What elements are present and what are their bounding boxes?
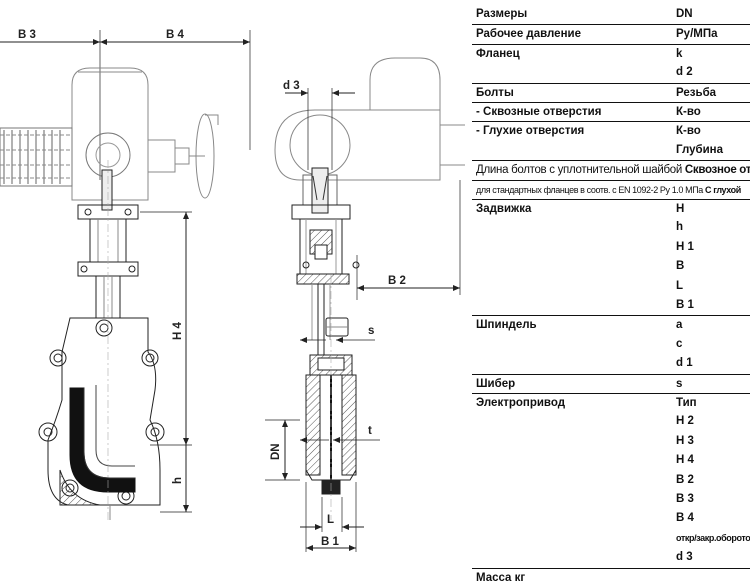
spec-row-symbol: k <box>676 47 683 60</box>
spec-row: B 1 <box>472 296 750 315</box>
front-view <box>0 30 251 520</box>
spec-row: Масса кг <box>472 567 750 585</box>
spec-row-symbol: B 1 <box>676 299 694 311</box>
spec-row: Задвижка H <box>472 199 750 219</box>
spec-row-symbol: H 3 <box>676 434 694 447</box>
spec-row: Рабочее давление Py/МПа <box>472 24 750 44</box>
spec-row-symbol: H 4 <box>676 454 694 467</box>
spec-row: H 3 <box>472 432 750 451</box>
spec-row: H 4 <box>472 451 750 470</box>
spec-row-symbol: К-во <box>676 125 701 138</box>
spec-row-symbol: B 2 <box>676 473 694 486</box>
spec-row: Шпиндель a <box>472 315 750 335</box>
spec-row-symbol: B <box>676 260 685 273</box>
spec-row: c <box>472 335 750 354</box>
label-dn: DN <box>270 443 282 460</box>
spec-row-label: Фланец <box>476 47 520 60</box>
technical-drawing: B 3 B 4 d 3 H 4 B 2 s t DN h L B 1 <box>0 29 465 552</box>
spec-row-symbol: d 1 <box>676 357 693 370</box>
spec-row-symbol: a <box>676 319 683 332</box>
spec-row-symbol: Глубина <box>676 143 724 156</box>
spec-row: Болты Резьба <box>472 82 750 103</box>
label-t: t <box>368 425 372 437</box>
spec-row-label-group: Длина болтов с уплотнительной шайбой Скв… <box>476 161 750 180</box>
spec-row: B 3 <box>472 490 750 509</box>
label-b3: B 3 <box>18 29 36 41</box>
spec-row-symbol: h <box>676 221 684 234</box>
spec-row: d 1 <box>472 354 750 373</box>
spec-row-label: Длина болтов с уплотнительной шайбой <box>476 164 682 177</box>
spec-row: - Сквозные отверстия К-во <box>472 102 750 122</box>
spec-row-symbol: d 2 <box>676 66 693 79</box>
spec-row: откр/закр.оборото <box>472 529 750 548</box>
spec-row-label: - Глухие отверстия <box>476 125 585 138</box>
label-h: h <box>172 477 184 484</box>
spec-row: d 2 <box>472 63 750 82</box>
spec-row: Длина болтов с уплотнительной шайбой Скв… <box>472 160 750 180</box>
label-b1: B 1 <box>321 536 340 548</box>
label-s: s <box>368 325 374 337</box>
spec-row-label: для стандартных фланцев в соотв. с EN 10… <box>476 184 703 195</box>
spec-row-label: Масса кг <box>476 571 526 584</box>
spec-row-label: Шибер <box>476 377 516 390</box>
spec-row-symbol: К-во <box>676 106 701 118</box>
spec-row: B <box>472 257 750 276</box>
spec-row: L <box>472 277 750 296</box>
spec-row: B 2 <box>472 471 750 490</box>
spec-row-symbol: s <box>676 377 683 390</box>
spec-row: Электропривод Тип <box>472 393 750 413</box>
spec-row: Шибер s <box>472 373 750 394</box>
spec-row-label: Размеры <box>476 8 528 20</box>
spec-row-symbol: Py/МПа <box>676 28 718 41</box>
spec-row-label: Шпиндель <box>476 319 537 332</box>
spec-row-extra: С глухой <box>705 184 741 195</box>
label-h4: H 4 <box>172 322 184 341</box>
spec-row-symbol: откр/закр.оборото <box>676 532 750 543</box>
spec-row-label: - Сквозные отверстия <box>476 106 602 118</box>
spec-row: Глубина <box>472 141 750 160</box>
spec-row-symbol: DN <box>676 8 693 20</box>
label-b4: B 4 <box>166 29 185 41</box>
spec-row-label-group: для стандартных фланцев в соотв. с EN 10… <box>476 181 741 200</box>
spec-row-symbol: B 3 <box>676 493 694 505</box>
spec-row-symbol: Тип <box>676 397 697 409</box>
spec-row: для стандартных фланцев в соотв. с EN 10… <box>472 179 750 200</box>
spec-row-label: Рабочее давление <box>476 28 581 41</box>
spec-row-symbol: H <box>676 203 685 215</box>
label-l: L <box>327 514 334 526</box>
spec-row-label: Электропривод <box>476 397 566 409</box>
spec-row-extra: Сквозное от <box>684 164 750 177</box>
spec-row: d 3 <box>472 548 750 567</box>
spec-row: H 2 <box>472 412 750 431</box>
label-d3: d 3 <box>283 80 300 92</box>
spec-row-label: Задвижка <box>476 203 532 215</box>
spec-row-symbol: H 2 <box>676 415 694 428</box>
spec-row-symbol: c <box>676 337 683 350</box>
spec-row-symbol: B 4 <box>676 512 694 525</box>
spec-row-label: Болты <box>476 86 514 99</box>
spec-row-symbol: L <box>676 279 684 292</box>
label-b2: B 2 <box>388 275 406 287</box>
spec-row-symbol: d 3 <box>676 551 693 564</box>
spec-row-symbol: Резьба <box>676 86 717 99</box>
spec-row: Размеры DN <box>472 5 750 24</box>
spec-row: - Глухие отверстия К-во <box>472 121 750 141</box>
spec-row: B 4 <box>472 509 750 528</box>
spec-row-symbol: H 1 <box>676 240 694 253</box>
side-view <box>265 57 465 552</box>
spec-row: h <box>472 218 750 237</box>
spec-row: H 1 <box>472 238 750 257</box>
spec-row: Фланец k <box>472 43 750 64</box>
